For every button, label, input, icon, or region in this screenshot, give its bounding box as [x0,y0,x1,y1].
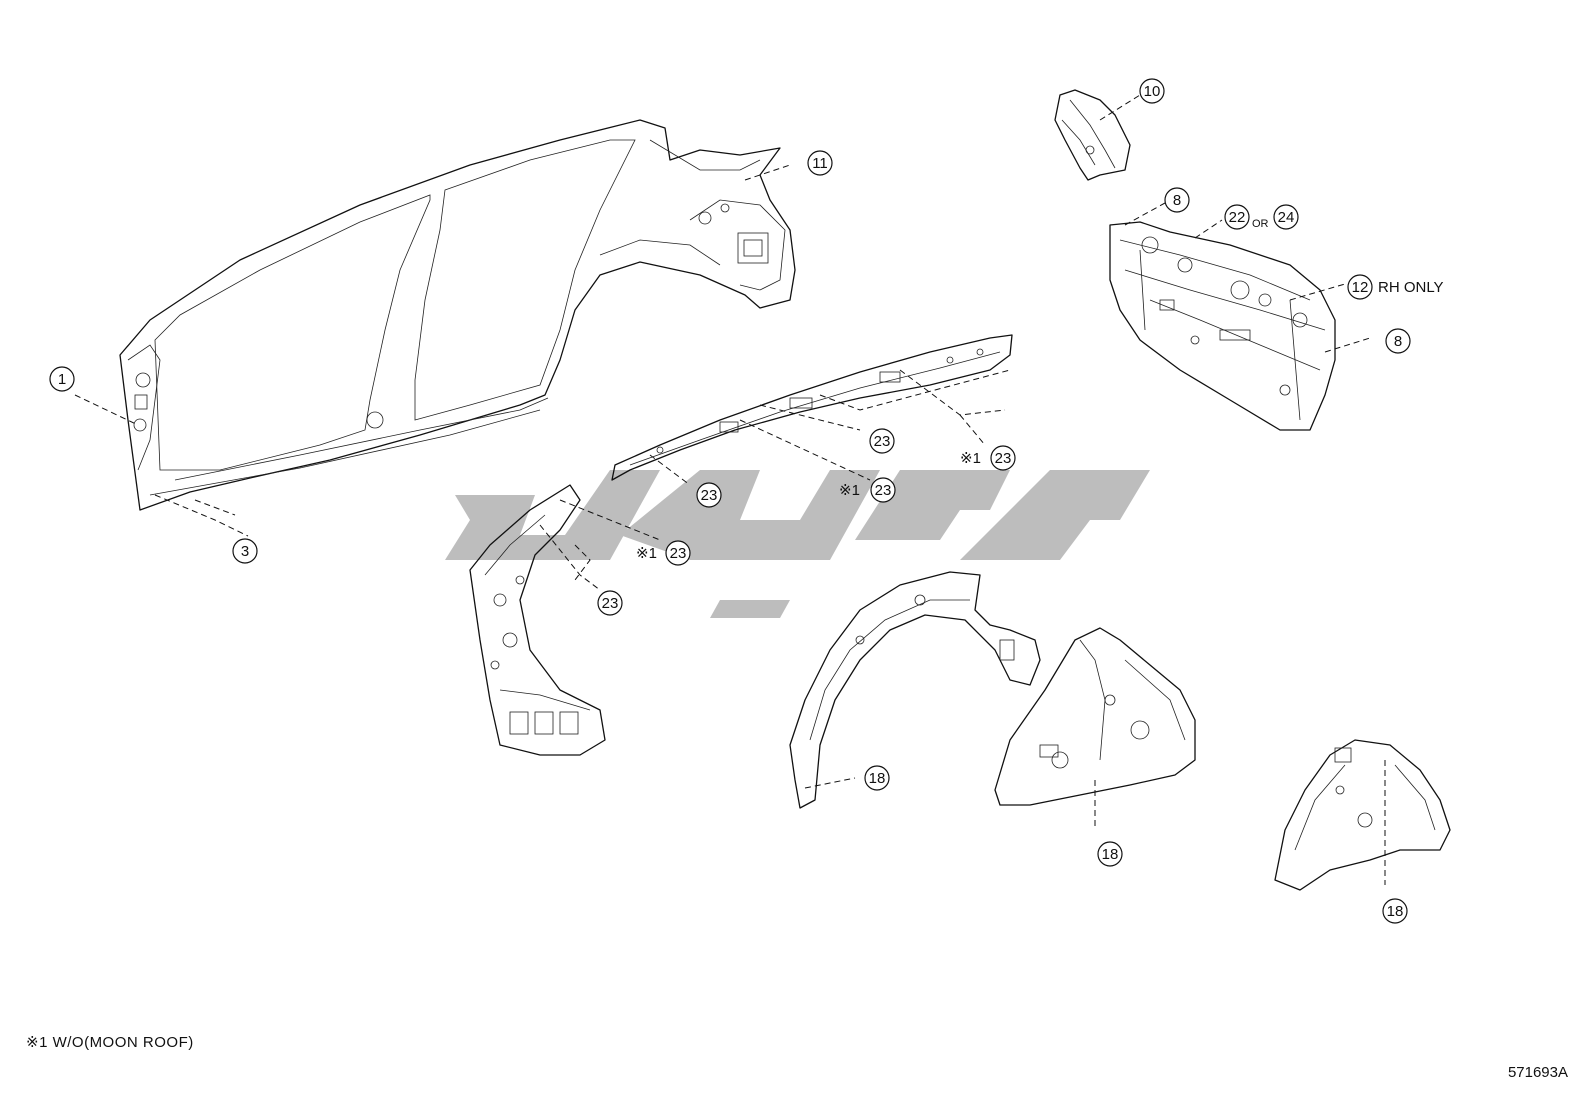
svg-text:1: 1 [58,371,66,388]
svg-text:24: 24 [1278,209,1295,226]
ref-mark-3: ※1 [636,545,657,562]
callout-23-f: 23 [597,590,623,616]
callout-12: 12 [1347,274,1373,300]
svg-text:18: 18 [869,770,886,787]
svg-text:22: 22 [1229,209,1246,226]
svg-text:8: 8 [1394,333,1402,350]
svg-text:23: 23 [874,433,891,450]
svg-text:23: 23 [995,450,1012,467]
callout-10: 10 [1139,78,1165,104]
rear-wheel-house-inner [994,627,1196,806]
svg-text:3: 3 [241,543,249,560]
callout-18-a: 18 [864,765,890,791]
svg-text:23: 23 [701,487,718,504]
ref-mark-1: ※1 [960,450,981,467]
svg-text:23: 23 [602,595,619,612]
diagram-code: 571693A [1507,1064,1568,1081]
footnote-moon-roof: ※1 W/O(MOON ROOF) [26,1034,194,1051]
callout-8-top: 8 [1164,187,1190,213]
callout-18-b: 18 [1097,841,1123,867]
svg-text:11: 11 [812,155,828,172]
bracket-part-10 [1054,89,1131,181]
svg-text:10: 10 [1144,83,1161,100]
ref-mark-2: ※1 [839,482,860,499]
callout-22: 22 [1224,204,1250,230]
callout-23-c: 23 [870,477,896,503]
callout-3: 3 [232,538,258,564]
callout-23-a: 23 [869,428,895,454]
svg-text:23: 23 [875,482,892,499]
svg-text:18: 18 [1102,846,1119,863]
svg-text:12: 12 [1352,279,1369,296]
svg-text:18: 18 [1387,903,1404,920]
wheel-house-arch [789,571,1041,809]
roof-side-rail [611,334,1013,481]
callout-8-right: 8 [1385,328,1411,354]
rear-panel-assembly [1109,221,1336,431]
svg-text:23: 23 [670,545,687,562]
callout-23-e: 23 [665,540,691,566]
callout-23-d: 23 [696,482,722,508]
body-side-outer-panel [119,119,796,511]
leader-lines [74,94,1386,885]
rh-only-label: RH ONLY [1378,279,1444,296]
watermark-logo [445,470,1150,618]
callout-23-b: 23 [990,445,1016,471]
quarter-inner-lower [1274,739,1451,891]
center-pillar-reinforcement [469,484,606,756]
callout-18-c: 18 [1382,898,1408,924]
svg-text:8: 8 [1173,192,1181,209]
callout-24: 24 [1273,204,1299,230]
callout-11: 11 [807,150,833,176]
callout-1: 1 [49,366,75,392]
or-label: OR [1252,218,1269,230]
